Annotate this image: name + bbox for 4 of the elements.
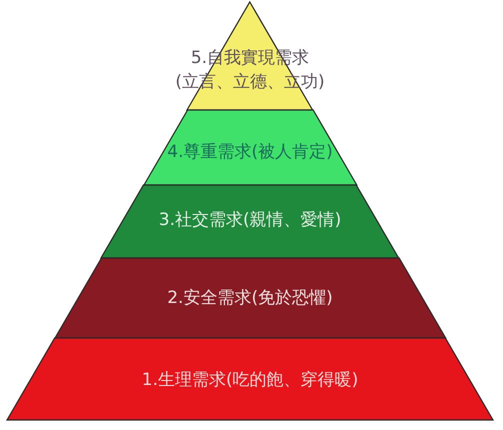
tier-label: 3.社交需求(親情、愛情) <box>158 209 342 232</box>
tier-label: 1.生理需求(吃的飽、穿得暖) <box>142 369 358 392</box>
tier-label: 2.安全需求(免於恐懼) <box>167 287 333 310</box>
tier-label: 4.尊重需求(被人肯定) <box>167 141 333 164</box>
